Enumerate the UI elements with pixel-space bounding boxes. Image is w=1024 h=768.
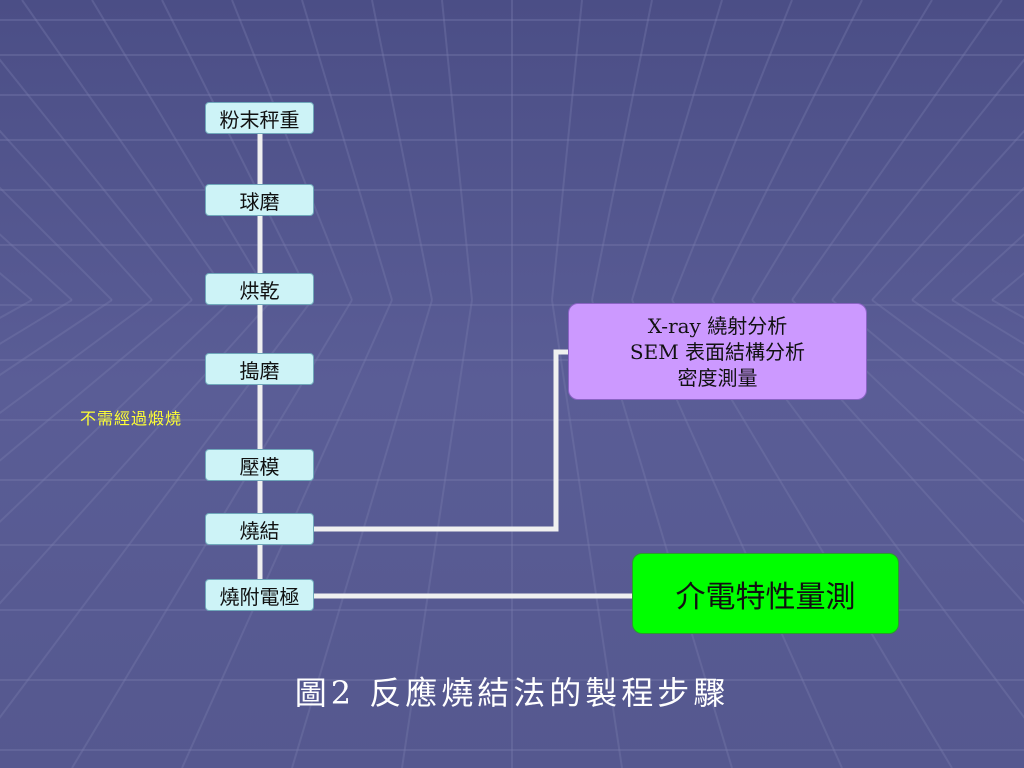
step-grinding: 搗磨 bbox=[205, 353, 314, 385]
dielectric-measurement-box: 介電特性量測 bbox=[632, 553, 899, 634]
step-pressing: 壓模 bbox=[205, 449, 314, 481]
step-ball-milling: 球磨 bbox=[205, 184, 314, 216]
analysis-line-density: 密度測量 bbox=[677, 365, 758, 390]
figure-caption: 圖2 反應燒結法的製程步驟 bbox=[294, 674, 730, 712]
analysis-box: X-ray 繞射分析 SEM 表面結構分析 密度測量 bbox=[568, 303, 867, 400]
analysis-line-sem: SEM 表面結構分析 bbox=[629, 339, 806, 364]
no-calcination-note: 不需經過煅燒 bbox=[80, 409, 183, 428]
step-powder-weighing: 粉末秤重 bbox=[205, 102, 314, 134]
sintering-to-analysis-connector bbox=[311, 349, 571, 532]
step-electrode-firing: 燒附電極 bbox=[205, 579, 314, 611]
analysis-line-xray: X-ray 繞射分析 bbox=[647, 313, 788, 338]
step-sintering: 燒結 bbox=[205, 513, 314, 545]
step-drying: 烘乾 bbox=[205, 273, 314, 305]
